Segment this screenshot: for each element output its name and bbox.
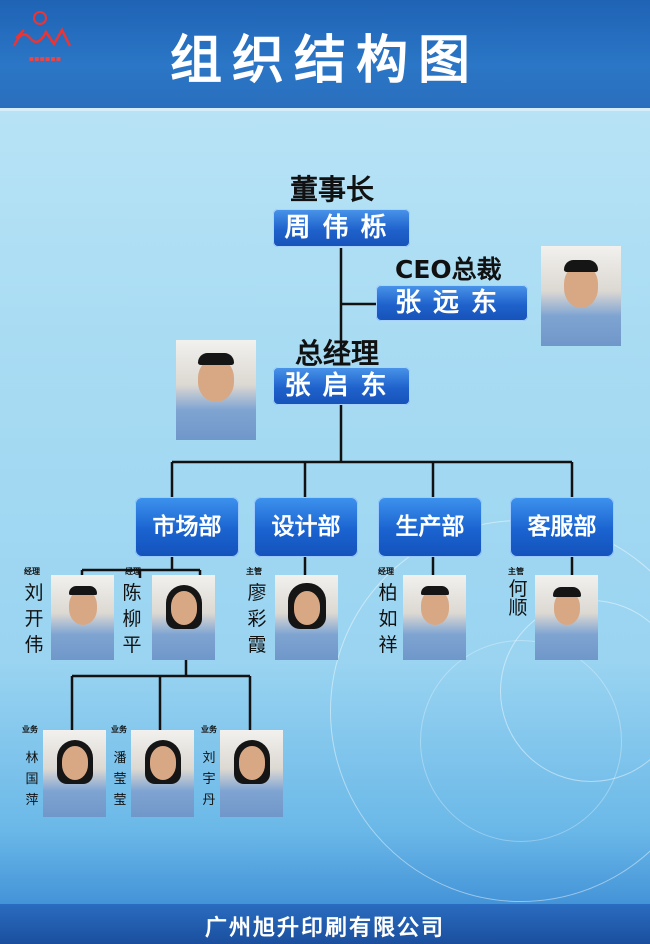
staff-photo — [152, 575, 215, 660]
ceo-photo — [541, 246, 621, 346]
staff-name: 何 顺 — [508, 578, 528, 619]
staff-title: 经理 — [378, 567, 394, 576]
chairman-title: 董事长 — [290, 173, 375, 206]
gm-name-box: 张启东 — [273, 367, 410, 405]
dept-service: 客服部 — [510, 497, 614, 557]
sales-name: 刘宇丹 — [202, 751, 216, 808]
footer-bar: 广州旭升印刷有限公司 — [0, 904, 650, 944]
sales-title: 业务 — [111, 725, 127, 734]
staff-title: 经理 — [24, 567, 40, 576]
staff-photo — [275, 575, 338, 660]
staff-photo — [51, 575, 114, 660]
staff-photo — [403, 575, 466, 660]
company-logo-icon — [12, 11, 72, 47]
sales-photo — [131, 730, 194, 817]
staff-name: 廖彩霞 — [247, 582, 267, 656]
staff-title: 主管 — [246, 567, 262, 576]
staff-photo — [535, 575, 598, 660]
dept-marketing: 市场部 — [135, 497, 239, 557]
header-bar: ▪▪▪▪▪▪ 组织结构图 — [0, 0, 650, 111]
dept-production: 生产部 — [378, 497, 482, 557]
staff-title: 经理 — [125, 567, 141, 576]
dept-design: 设计部 — [254, 497, 358, 557]
staff-name: 刘开伟 — [24, 582, 44, 656]
gm-photo — [176, 340, 256, 440]
sales-title: 业务 — [201, 725, 217, 734]
staff-name: 柏如祥 — [378, 582, 398, 656]
page-title: 组织结构图 — [169, 31, 480, 91]
sales-name: 林国萍 — [25, 751, 39, 808]
decor-circle — [420, 640, 622, 842]
sales-photo — [220, 730, 283, 817]
sales-title: 业务 — [22, 725, 38, 734]
gm-title: 总经理 — [295, 337, 380, 370]
chairman-name-box: 周伟栎 — [273, 209, 410, 247]
ceo-title: CEO总裁 — [395, 255, 502, 284]
sales-name: 潘莹莹 — [113, 751, 127, 808]
sales-photo — [43, 730, 106, 817]
company-name: 广州旭升印刷有限公司 — [204, 916, 445, 941]
staff-title: 主管 — [508, 567, 524, 576]
ceo-name-box: 张远东 — [376, 285, 528, 321]
staff-name: 陈柳平 — [122, 582, 142, 656]
logo-caption: ▪▪▪▪▪▪ — [28, 54, 62, 63]
